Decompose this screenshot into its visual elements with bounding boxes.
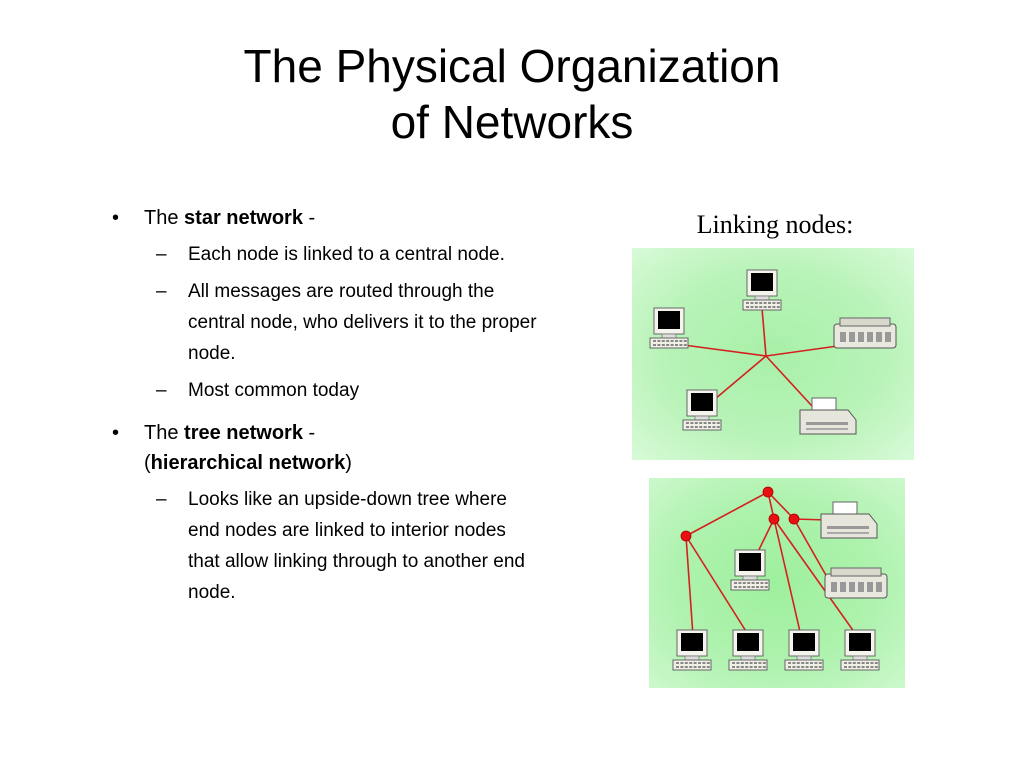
sub-item-text: All messages are routed through the cent… — [188, 281, 537, 364]
bullet-bold-term: tree network — [184, 422, 303, 444]
printer-icon — [833, 317, 897, 349]
tree-network-svg — [672, 486, 888, 671]
computer-icon — [742, 269, 782, 311]
diagram-caption: Linking nodes: — [696, 210, 854, 239]
printer-icon — [824, 567, 888, 599]
bullet-star-network: • The star network - — [112, 203, 532, 233]
link-line — [773, 518, 802, 637]
bullet-list: • The star network - – Each node is link… — [112, 203, 537, 620]
network-node — [788, 513, 800, 525]
bullet-icon: • — [112, 422, 120, 444]
printer-icon — [799, 397, 857, 435]
printer-icon — [820, 501, 878, 539]
computer-icon — [840, 629, 880, 671]
sub-item-text: Each node is linked to a central node. — [188, 244, 505, 265]
computer-icon — [682, 389, 722, 431]
computer-icon — [784, 629, 824, 671]
link-line — [793, 518, 832, 585]
sub-item: – Looks like an upside-down tree where e… — [112, 484, 538, 608]
star-network-diagram — [632, 248, 914, 460]
link-line — [765, 355, 813, 407]
tree-network-diagram — [649, 478, 905, 688]
computer-icon — [649, 307, 689, 349]
bullet-suffix: - — [302, 422, 316, 444]
link-line — [685, 535, 694, 637]
bullet-suffix: - — [302, 207, 316, 229]
network-node — [768, 513, 780, 525]
sub-list-star: – Each node is linked to a central node.… — [112, 239, 537, 406]
sub-item-text: Looks like an upside-down tree where end… — [188, 489, 525, 603]
link-line — [685, 491, 769, 537]
link-line — [685, 535, 750, 637]
link-line — [773, 518, 858, 637]
computer-icon — [730, 549, 770, 591]
network-node — [680, 530, 692, 542]
computer-icon — [728, 629, 768, 671]
bullet-bold-term: star network — [184, 207, 303, 229]
bullet-tree-network: • The tree network - (hierarchical netwo… — [112, 418, 532, 478]
computer-icon — [672, 629, 712, 671]
bullet-paren-open: ( — [144, 452, 151, 474]
link-line — [675, 343, 767, 357]
link-line — [767, 491, 795, 520]
dash-icon: – — [156, 489, 167, 510]
dash-icon: – — [156, 281, 167, 302]
slide-title: The Physical Organization of Networks — [0, 38, 1024, 150]
title-line-1: The Physical Organization — [243, 40, 781, 92]
bullet-prefix: The — [144, 422, 185, 444]
star-network-svg — [649, 269, 897, 435]
dash-icon: – — [156, 380, 167, 401]
sub-item: – Most common today — [112, 375, 538, 406]
sub-item: – All messages are routed through the ce… — [112, 276, 538, 369]
network-node — [762, 486, 774, 498]
link-line — [761, 307, 767, 357]
sub-item-text: Most common today — [188, 380, 360, 401]
dash-icon: – — [156, 244, 167, 265]
sub-item: – Each node is linked to a central node. — [112, 239, 538, 270]
bullet-paren-close: ) — [345, 452, 352, 474]
bullet-prefix: The — [144, 207, 185, 229]
bullet-icon: • — [112, 207, 120, 229]
bullet-bold-term-2: hierarchical network — [150, 452, 346, 474]
sub-list-tree: – Looks like an upside-down tree where e… — [112, 484, 532, 608]
title-line-2: of Networks — [390, 96, 634, 148]
